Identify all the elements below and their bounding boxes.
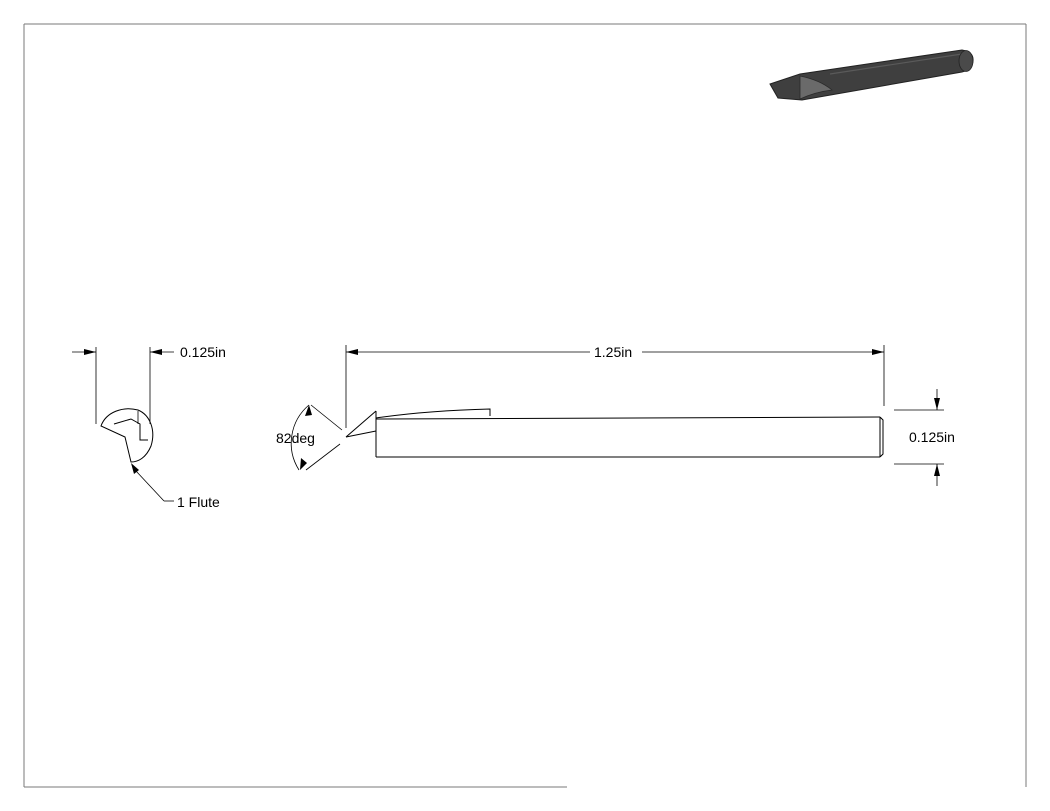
overall-length-dimension: 1.25in (594, 344, 632, 360)
side-view: 1.25in 82deg 0.125in (276, 344, 955, 486)
sheet-frame (23, 23, 1027, 788)
iso-tool-shank-highlight (829, 53, 963, 75)
end-view: 0.125in 1 Flute (72, 344, 226, 510)
end-view-profile (100, 408, 154, 463)
end-view-diameter-dimension: 0.125in (180, 344, 226, 360)
iso-tool-flute (799, 75, 833, 100)
point-angle-dimension: 82deg (276, 430, 315, 446)
side-view-tool-outline (345, 408, 884, 458)
iso-tool-end (958, 50, 974, 72)
end-view-flute-cut (113, 418, 148, 441)
shank-diameter-dimension: 0.125in (909, 429, 955, 445)
flute-count-label: 1 Flute (177, 494, 220, 510)
isometric-tool-view (769, 49, 974, 101)
